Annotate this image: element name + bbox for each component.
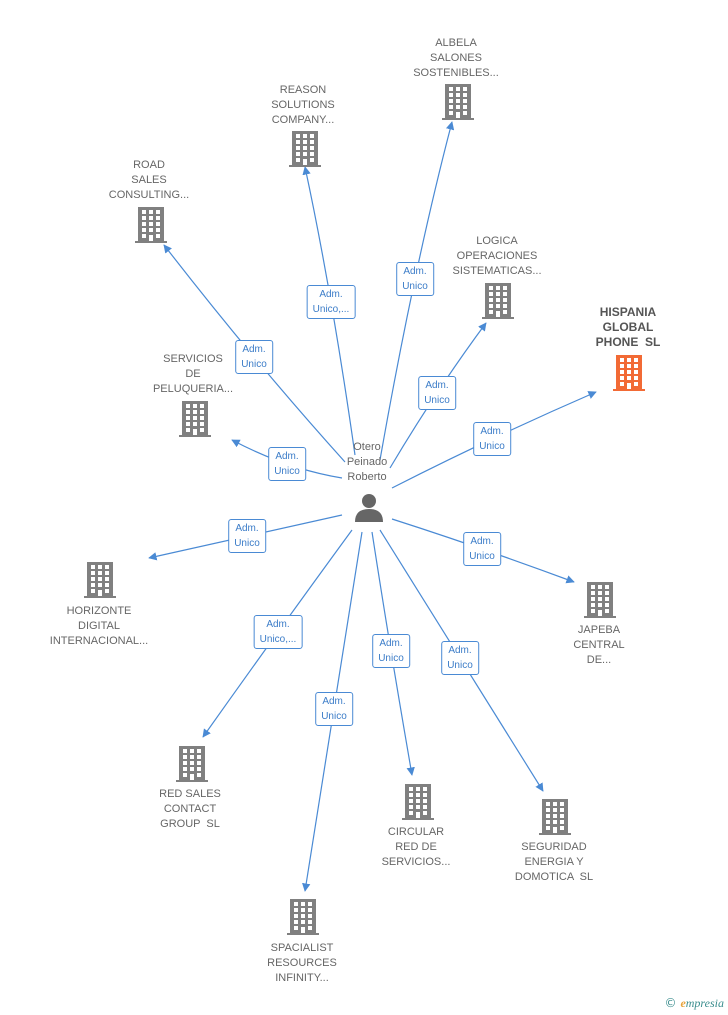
company-label-horizonte[interactable]: HORIZONTE DIGITAL INTERNACIONAL... bbox=[34, 604, 164, 649]
company-label-line: SOLUTIONS bbox=[271, 99, 335, 111]
building-icon[interactable] bbox=[287, 899, 319, 935]
company-label-line: OPERACIONES bbox=[456, 250, 538, 262]
company-label-line: INFINITY... bbox=[275, 972, 329, 984]
company-label-line: CENTRAL bbox=[573, 639, 625, 651]
company-label-albela[interactable]: ALBELA SALONES SOSTENIBLES... bbox=[391, 36, 521, 81]
company-label-line: SEGURIDAD bbox=[521, 841, 587, 853]
building-icon[interactable] bbox=[289, 131, 321, 167]
company-label-line: SOSTENIBLES... bbox=[413, 67, 499, 79]
edge-label-reason[interactable]: Adm. Unico,... bbox=[306, 285, 356, 319]
nodes-layer bbox=[84, 84, 645, 935]
edge-label-red-sales[interactable]: Adm. Unico,... bbox=[253, 615, 303, 649]
building-icon[interactable] bbox=[135, 207, 167, 243]
company-label-line: GLOBAL bbox=[602, 320, 654, 334]
company-label-line: PELUQUERIA... bbox=[152, 383, 234, 395]
edge-label-peluqueria[interactable]: Adm. Unico bbox=[268, 447, 306, 481]
building-icon[interactable] bbox=[84, 562, 116, 598]
company-label-line: ENERGIA Y bbox=[524, 856, 584, 868]
edge-label-spacialist[interactable]: Adm. Unico bbox=[315, 692, 353, 726]
company-label-line: CONSULTING... bbox=[108, 189, 190, 201]
company-label-peluqueria[interactable]: SERVICIOS DE PELUQUERIA... bbox=[128, 352, 258, 397]
company-label-line: DOMOTICA SL bbox=[514, 871, 594, 883]
company-label-line: ROAD bbox=[133, 159, 165, 171]
brand-initial: e bbox=[680, 996, 686, 1010]
company-label-line: SERVICIOS... bbox=[381, 856, 451, 868]
company-label-line: JAPEBA bbox=[577, 624, 621, 636]
company-label-line: ALBELA bbox=[435, 37, 477, 49]
building-icon[interactable] bbox=[482, 283, 514, 319]
company-label-logica[interactable]: LOGICA OPERACIONES SISTEMATICAS... bbox=[432, 234, 562, 279]
company-label-red-sales[interactable]: RED SALES CONTACT GROUP SL bbox=[125, 787, 255, 832]
person-icon[interactable] bbox=[355, 494, 383, 522]
company-label-line: SISTEMATICAS... bbox=[452, 265, 542, 277]
company-label-line: DIGITAL bbox=[78, 620, 120, 632]
company-label-line: SALONES bbox=[430, 52, 482, 64]
edge-label-circular[interactable]: Adm. Unico bbox=[372, 634, 410, 668]
company-label-line: RESOURCES bbox=[267, 957, 337, 969]
building-icon[interactable] bbox=[179, 401, 211, 437]
company-label-line: SALES bbox=[131, 174, 167, 186]
building-icon[interactable] bbox=[442, 84, 474, 120]
company-label-line: CONTACT bbox=[163, 803, 217, 815]
company-label-line: HISPANIA bbox=[599, 305, 657, 319]
company-label-line: RED SALES bbox=[159, 788, 221, 800]
company-label-line: CIRCULAR bbox=[387, 826, 445, 838]
company-label-line: PHONE SL bbox=[595, 335, 661, 349]
building-icon[interactable] bbox=[176, 746, 208, 782]
edge-label-road-sales[interactable]: Adm. Unico bbox=[235, 340, 273, 374]
edge-label-hispania[interactable]: Adm. Unico bbox=[473, 422, 511, 456]
company-label-road-sales[interactable]: ROAD SALES CONSULTING... bbox=[84, 158, 214, 203]
person-name-line: Roberto bbox=[347, 471, 387, 483]
company-label-line: DE bbox=[185, 368, 201, 380]
company-label-line: HORIZONTE bbox=[66, 605, 132, 617]
company-label-seguridad[interactable]: SEGURIDAD ENERGIA Y DOMOTICA SL bbox=[489, 840, 619, 885]
company-label-line: INTERNACIONAL... bbox=[49, 635, 149, 647]
company-label-circular[interactable]: CIRCULAR RED DE SERVICIOS... bbox=[351, 825, 481, 870]
building-icon[interactable] bbox=[584, 582, 616, 618]
company-label-line: LOGICA bbox=[476, 235, 518, 247]
building-icon[interactable] bbox=[539, 799, 571, 835]
brand-name: mpresia bbox=[685, 996, 724, 1010]
person-name-line: Otero bbox=[353, 441, 381, 453]
person-name-line: Peinado bbox=[346, 456, 388, 468]
company-label-line: SERVICIOS bbox=[163, 353, 223, 365]
edge-label-albela[interactable]: Adm. Unico bbox=[396, 262, 434, 296]
company-label-line: COMPANY... bbox=[271, 114, 335, 126]
edge-label-seguridad[interactable]: Adm. Unico bbox=[441, 641, 479, 675]
brand-footer[interactable]: ©empresia bbox=[664, 996, 724, 1011]
company-label-line: DE... bbox=[586, 654, 612, 666]
company-label-line: SPACIALIST bbox=[270, 942, 334, 954]
edge-label-horizonte[interactable]: Adm. Unico bbox=[228, 519, 266, 553]
company-label-line: RED DE bbox=[395, 841, 437, 853]
company-label-japeba[interactable]: JAPEBA CENTRAL DE... bbox=[534, 623, 664, 668]
edge-label-japeba[interactable]: Adm. Unico bbox=[463, 532, 501, 566]
building-icon[interactable] bbox=[402, 784, 434, 820]
copyright-symbol: © bbox=[664, 996, 677, 1010]
building-icon[interactable] bbox=[613, 355, 645, 391]
company-label-line: GROUP SL bbox=[160, 818, 220, 830]
edge-label-logica[interactable]: Adm. Unico bbox=[418, 376, 456, 410]
company-label-line: REASON bbox=[279, 84, 327, 96]
company-label-reason[interactable]: REASON SOLUTIONS COMPANY... bbox=[238, 83, 368, 128]
company-label-spacialist[interactable]: SPACIALIST RESOURCES INFINITY... bbox=[237, 941, 367, 986]
